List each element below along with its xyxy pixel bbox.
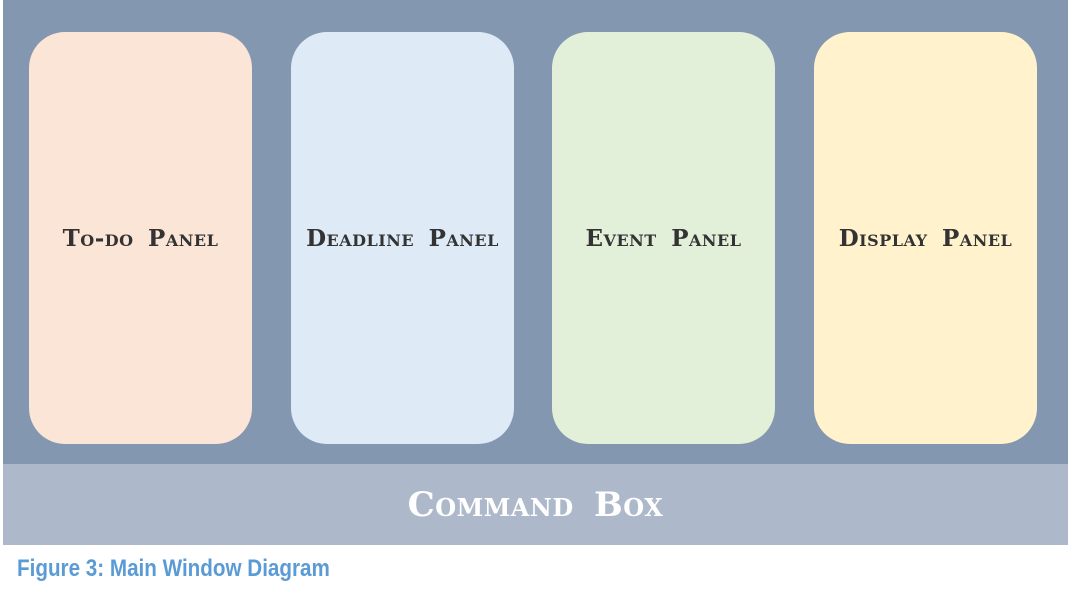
display-panel: Display Panel [814,32,1037,444]
event-panel: Event Panel [552,32,775,444]
command-box-label: Command Box [407,484,664,525]
event-panel-label: Event Panel [585,224,742,252]
command-box: Command Box [3,464,1068,545]
figure-caption: Figure 3: Main Window Diagram [17,555,330,582]
deadline-panel: Deadline Panel [291,32,514,444]
deadline-panel-label: Deadline Panel [306,224,499,252]
todo-panel: To-do Panel [29,32,252,444]
main-window-area: To-do Panel Deadline Panel Event Panel D… [3,0,1068,464]
todo-panel-label: To-do Panel [62,224,219,252]
display-panel-label: Display Panel [838,224,1013,252]
